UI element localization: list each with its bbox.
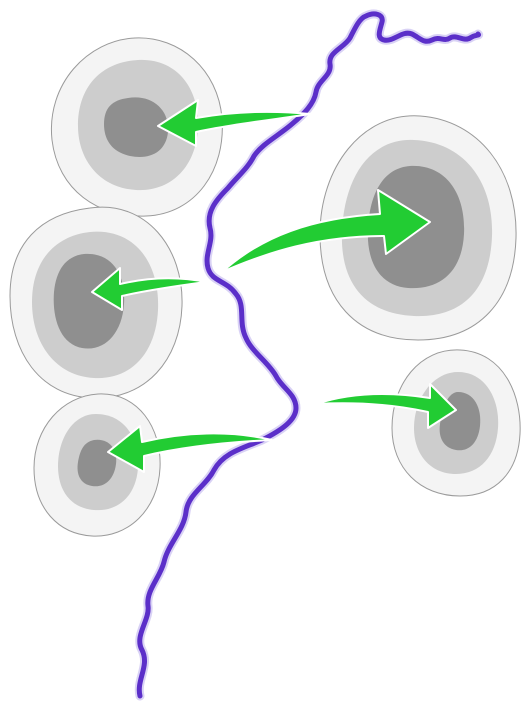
- zone-3: [33, 393, 161, 537]
- zone-2-core: [53, 253, 125, 349]
- river-line: [136, 11, 481, 699]
- arrow-4: [107, 425, 273, 473]
- arrow-1: [157, 99, 311, 147]
- zone-1-core: [104, 97, 169, 157]
- arrows: [91, 99, 457, 473]
- zone-1: [50, 37, 223, 217]
- arrow-5: [315, 383, 457, 429]
- arrow-3: [91, 267, 207, 311]
- zone-2: [9, 206, 183, 399]
- river: [134, 9, 483, 701]
- zone-3-core: [77, 439, 117, 487]
- zone-5: [391, 349, 521, 497]
- arrow-2: [221, 189, 431, 273]
